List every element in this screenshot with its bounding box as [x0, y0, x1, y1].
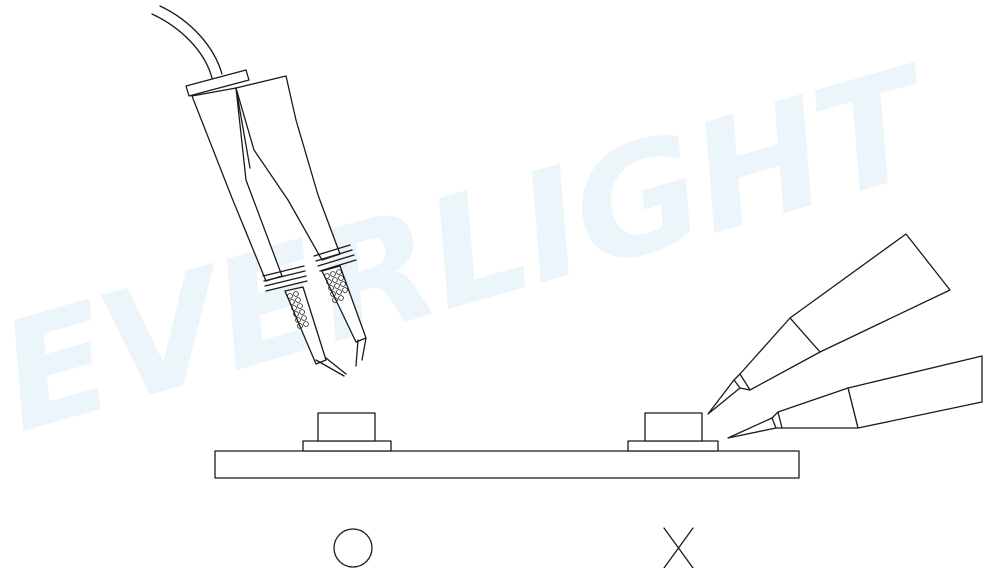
- evaluation-marks: ○ X: [333, 527, 694, 568]
- upper-soldering-iron: [707, 233, 951, 415]
- right-led-body: [644, 412, 703, 442]
- left-tip-perforations: [287, 291, 309, 329]
- left-solder-pad: [302, 440, 392, 452]
- incorrect-mark-x-icon: [663, 527, 694, 568]
- tweezers-cable-edge: [159, 5, 223, 75]
- left-led-body: [317, 412, 376, 442]
- lower-soldering-iron: [727, 355, 983, 439]
- correct-mark-circle-icon: [333, 528, 373, 568]
- tweezers-cable: [151, 13, 213, 79]
- led-component-right: [627, 412, 719, 452]
- tweezers-collar: [185, 69, 250, 97]
- right-solder-pad: [627, 440, 719, 452]
- right-tip-perforations: [324, 269, 348, 303]
- pcb-substrate: [214, 450, 800, 479]
- led-component-left: [302, 412, 392, 452]
- single-tip-soldering-irons-icon: [707, 233, 983, 439]
- circuit-board: [214, 412, 800, 479]
- right-spring-bands: [313, 244, 357, 272]
- left-spring-bands: [262, 265, 308, 292]
- twin-tip-soldering-tweezers-icon: [151, 5, 367, 377]
